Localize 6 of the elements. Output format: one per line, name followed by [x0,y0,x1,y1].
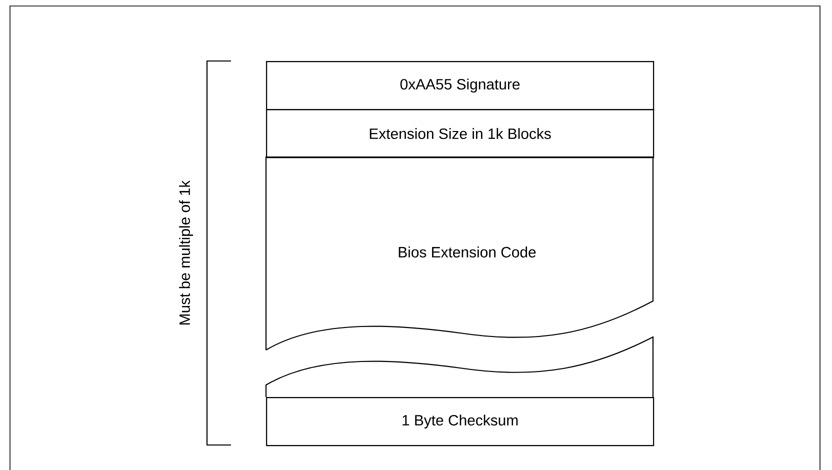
memory-block: Extension Size in 1k Blocks [266,109,654,158]
memory-block: Bios Extension Code [265,156,654,351]
memory-block: 0xAA55 Signature [266,61,654,110]
memory-block [265,336,654,397]
bracket-label: Must be multiple of 1k [179,180,193,324]
memory-block: 1 Byte Checksum [266,397,654,446]
